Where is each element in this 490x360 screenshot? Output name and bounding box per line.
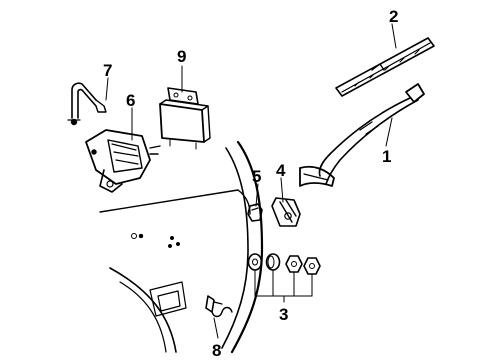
wiper-blade bbox=[335, 37, 435, 97]
callout-8: 8 bbox=[212, 341, 221, 360]
control-module bbox=[159, 87, 211, 150]
callout-9: 9 bbox=[177, 47, 186, 66]
harness-connector bbox=[205, 295, 233, 318]
wiper-motor bbox=[85, 129, 161, 193]
callout-5: 5 bbox=[252, 167, 261, 186]
callout-2: 2 bbox=[389, 7, 398, 26]
vehicle-body bbox=[99, 140, 264, 354]
wiper-arm bbox=[299, 83, 425, 187]
callout-3-bracket bbox=[254, 269, 313, 303]
nuts-and-washers bbox=[247, 253, 321, 275]
callout-labels: 2 1 9 7 6 4 5 3 8 bbox=[103, 7, 398, 360]
callout-6: 6 bbox=[126, 91, 135, 110]
callout-1: 1 bbox=[382, 147, 391, 166]
washer-hose bbox=[67, 82, 107, 126]
motor-grommet bbox=[271, 197, 301, 227]
callout-7: 7 bbox=[103, 61, 112, 80]
leader-lines bbox=[105, 23, 397, 339]
small-cap bbox=[247, 203, 263, 222]
callout-4: 4 bbox=[276, 161, 286, 180]
callout-3: 3 bbox=[279, 305, 288, 324]
